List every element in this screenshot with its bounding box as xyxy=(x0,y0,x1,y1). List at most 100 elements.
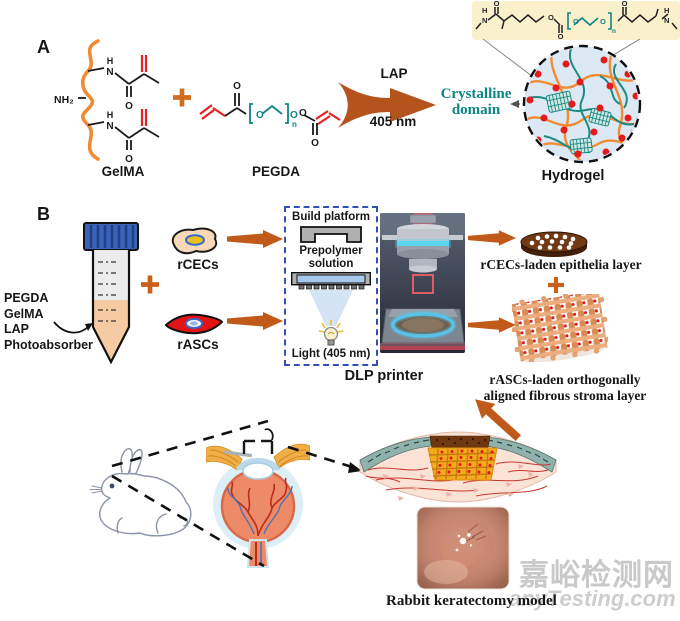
dashed-arrowhead-icon xyxy=(348,462,362,473)
watermark-en: anyTesting.com xyxy=(509,586,676,611)
pegda-label: PEGDA xyxy=(251,164,300,179)
dlp-printer-photo xyxy=(380,213,465,353)
repeat-n-label: n xyxy=(612,28,616,35)
ingredient-list: PEGDA GelMA LAP Photoabsorber xyxy=(4,291,93,353)
dotted-arrowhead-icon xyxy=(510,100,519,108)
gelma-structure: NH₂ H N O H N O xyxy=(54,39,160,165)
prepolymer-line1: Prepolymer xyxy=(299,245,363,257)
oxygen-label: O xyxy=(311,138,319,148)
crystalline-line1: Crystalline xyxy=(440,86,512,102)
tube-prepolymer xyxy=(93,300,129,362)
gelma-label: GelMA xyxy=(101,164,145,179)
oxygen-label: O xyxy=(290,110,298,121)
prepolymer-line2: solution xyxy=(308,258,354,270)
stroma-line1: rASCs-laden orthogonally xyxy=(489,372,641,387)
hydrogen-label: H xyxy=(664,6,669,15)
tube-graduations xyxy=(98,261,116,322)
scar-lines xyxy=(465,523,487,542)
build-platform-icon xyxy=(300,226,362,243)
structure-highlight-box xyxy=(472,1,680,40)
retinal-vessels-red xyxy=(230,477,288,537)
plus-icon xyxy=(173,88,191,107)
retinal-vessels-blue xyxy=(227,485,293,535)
arrow-right-icon xyxy=(468,230,516,246)
pegda-structure: O O O n O O xyxy=(199,81,341,148)
ingredient-pegda: PEGDA xyxy=(4,291,49,305)
gelma-backbone xyxy=(80,39,100,161)
rcecs-cell-icon xyxy=(171,227,218,255)
build-platform-label: Build platform xyxy=(292,211,370,223)
nitrogen-label: N xyxy=(106,67,113,78)
resin-vat-icon xyxy=(291,272,371,290)
rascs-cell-icon xyxy=(164,313,224,335)
hydrogen-label: H xyxy=(107,56,114,66)
repeat-n-label: n xyxy=(292,120,297,129)
nitrogen-label: N xyxy=(664,16,669,25)
oxygen-label: O xyxy=(558,32,564,40)
hydrogen-label: H xyxy=(107,110,114,120)
prepolymer-label: Prepolymer solution xyxy=(287,245,375,271)
stroma-line2: aligned fibrous stroma layer xyxy=(483,388,647,403)
ingredient-gelma: GelMA xyxy=(4,306,44,321)
rascs-label: rASCs xyxy=(177,337,219,352)
epithelia-layer-label: rCECs-laden epithelia layer xyxy=(480,257,642,272)
oxygen-label: O xyxy=(256,110,264,121)
oxygen-label: O xyxy=(494,1,500,8)
cornea-bracket xyxy=(242,428,274,454)
dmd-teeth xyxy=(298,284,365,290)
graft-cells xyxy=(437,449,494,474)
eye-anatomy xyxy=(206,428,310,568)
watermark-cn: 嘉峪检测网 xyxy=(519,559,674,592)
stroma-lattice-icon xyxy=(512,294,608,362)
keratectomy-photo xyxy=(416,506,510,590)
stroma-layer-label: rASCs-laden orthogonally aligned fibrous… xyxy=(455,372,675,404)
keratocytes xyxy=(383,464,534,501)
oxygen-label: O xyxy=(233,81,241,92)
oxygen-label: O xyxy=(573,17,579,26)
cornea-cross-section xyxy=(359,431,557,503)
keratectomy-model-label: Rabbit keratectomy model xyxy=(386,593,557,609)
plus-icon xyxy=(548,277,564,293)
implant-arrow-icon xyxy=(475,399,521,442)
lap-label: LAP xyxy=(380,66,408,81)
wavelength-label: 405 nm xyxy=(369,114,417,129)
crystalline-domains xyxy=(545,90,612,155)
native-epithelium xyxy=(359,436,557,473)
arrow-right-icon xyxy=(468,317,516,333)
printer-schematic-box xyxy=(284,206,378,366)
rcecs-label: rCECs xyxy=(177,257,219,272)
eye-muscles xyxy=(206,443,310,471)
light-cone xyxy=(309,290,353,326)
arrow-right-icon xyxy=(227,312,283,330)
nitrogen-label: N xyxy=(106,121,113,132)
lattice-fringe xyxy=(512,294,608,362)
lens xyxy=(242,462,274,480)
hydrogen-label: H xyxy=(482,6,487,15)
panel-b-label: B xyxy=(37,204,50,224)
arrow-right-icon xyxy=(227,230,283,248)
crystalline-line2: domain xyxy=(451,101,501,118)
nitrogen-label: N xyxy=(482,16,487,25)
oxygen-label: O xyxy=(622,1,628,8)
light-label: Light (405 nm) xyxy=(291,348,371,360)
amine-label: NH₂ xyxy=(54,94,74,106)
crosslink-structure: H N O O O O O n O H N xyxy=(472,1,680,40)
disc-pores xyxy=(529,233,576,250)
ingredient-lap: LAP xyxy=(4,322,29,336)
rabbit-eye xyxy=(109,483,115,489)
panel-a-label: A xyxy=(37,37,50,57)
optic-nerve xyxy=(246,539,270,568)
oxygen-label: O xyxy=(548,13,554,22)
crystalline-domain-label: Crystalline domain xyxy=(434,86,518,118)
oxygen-label: O xyxy=(125,154,133,165)
ingredient-photoabsorber: Photoabsorber xyxy=(4,337,93,352)
ingredient-pointer-arrow xyxy=(53,321,93,334)
oxygen-label: O xyxy=(125,101,133,112)
hydrogel-label: Hydrogel xyxy=(541,168,605,184)
light-bulb-icon xyxy=(318,320,344,346)
specular-highlights xyxy=(455,533,473,552)
dlp-printer-label: DLP printer xyxy=(344,368,424,384)
implanted-graft xyxy=(427,435,498,481)
